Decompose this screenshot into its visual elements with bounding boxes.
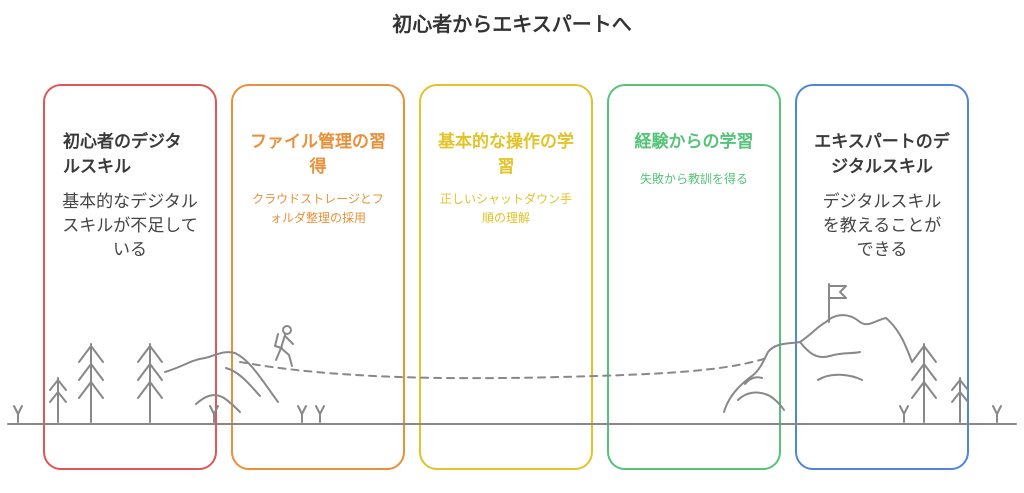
stage-desc-basic-operations: 正しいシャットダウン手順の理解 xyxy=(439,192,572,225)
stage-card-expert: エキスパートのデジタルスキル デジタルスキルを教えることができる xyxy=(795,84,969,470)
stage-card-basic-operations: 基本的な操作の学習 正しいシャットダウン手順の理解 xyxy=(419,84,593,470)
tree-icon xyxy=(951,377,969,423)
stage-title-file-management: ファイル管理の習得 xyxy=(250,132,386,177)
stage-card-novice: 初心者のデジタルスキル 基本的なデジタルスキルが不足している xyxy=(43,84,217,470)
mountain-ridge xyxy=(799,341,861,358)
stage-card-learning-from-experience: 経験からの学習 失敗から教訓を得る xyxy=(607,84,781,470)
tree-icon xyxy=(78,343,104,423)
mountain-right xyxy=(723,314,913,413)
stage-desc-expert: デジタルスキルを教えることができる xyxy=(822,192,942,260)
stage-desc-learning-from-experience: 失敗から教訓を得る xyxy=(639,172,748,186)
stage-title-basic-operations: 基本的な操作の学習 xyxy=(438,132,574,177)
stage-card-file-management: ファイル管理の習得 クラウドストレージとフォルダ整理の採用 xyxy=(231,84,405,470)
stage-title-novice: 初心者のデジタルスキル xyxy=(63,132,182,177)
stage-desc-novice: 基本的なデジタルスキルが不足している xyxy=(62,192,198,260)
stage-title-expert: エキスパートのデジタルスキル xyxy=(814,132,950,177)
grass-icon xyxy=(13,405,1002,423)
stage-title-learning-from-experience: 経験からの学習 xyxy=(634,132,754,152)
rock-right xyxy=(744,376,763,385)
hiker-icon xyxy=(274,325,294,367)
hill-left-inner xyxy=(225,367,261,397)
diagram-title: 初心者からエキスパートへ xyxy=(392,12,632,36)
rock-right xyxy=(737,391,785,411)
stage-desc-file-management: クラウドストレージとフォルダ整理の採用 xyxy=(252,192,384,225)
flag-icon xyxy=(828,283,847,323)
rock-left xyxy=(195,394,241,413)
hill-left xyxy=(164,351,279,403)
tree-icon xyxy=(137,343,163,423)
journey-path xyxy=(239,356,771,380)
mountain-ridge xyxy=(817,373,863,381)
tree-icon xyxy=(49,377,67,423)
tree-icon xyxy=(911,343,937,423)
